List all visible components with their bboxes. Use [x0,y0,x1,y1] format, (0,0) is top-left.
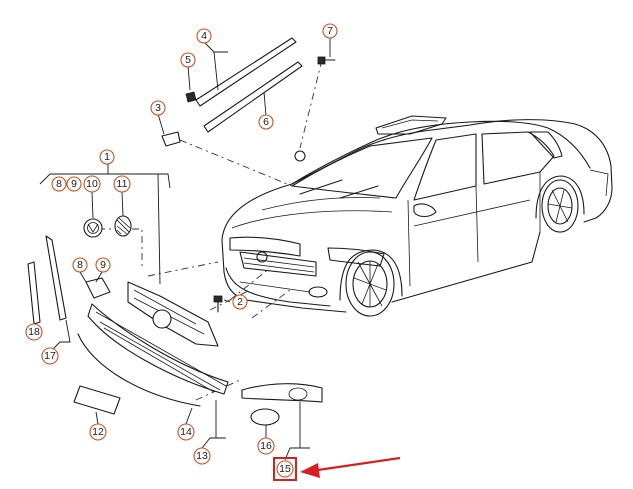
callout-10[interactable]: 10 [83,175,101,193]
highlight-arrow-head [300,463,320,478]
callout-17[interactable]: 17 [41,347,59,365]
callout-12[interactable]: 12 [89,423,107,441]
callout-label: 15 [279,463,291,475]
callout-label: 14 [180,426,192,438]
highlight-annotation [273,456,401,481]
car-illustration [221,115,613,317]
highlight-box [273,457,297,481]
callout-15[interactable]: 15 [276,460,294,478]
callout-label: 11 [117,178,128,190]
plate-part [73,385,121,415]
callout-label: 6 [263,116,269,128]
callout-4[interactable]: 4 [196,28,212,44]
callout-9a[interactable]: 9 [66,176,82,192]
strip-part-17 [45,235,67,321]
upper-grille-part [127,281,219,347]
clip-part [185,91,197,103]
callout-label: 3 [155,102,161,114]
screw-part-2 [213,295,223,313]
callout-label: 8 [56,178,62,190]
callout-2[interactable]: 2 [232,294,248,310]
screw-part-7 [317,56,336,65]
bracket-part [161,131,181,147]
callout-11[interactable]: 11 [113,175,131,193]
callout-label: 18 [28,326,40,338]
callout-13[interactable]: 13 [193,447,211,465]
callout-leaders [33,38,331,461]
mesh-part [114,215,132,237]
callout-8b[interactable]: 8 [72,257,88,273]
callout-label: 7 [327,25,333,37]
callout-label: 16 [260,440,272,452]
callout-14[interactable]: 14 [177,423,195,441]
roof-moulding-part [195,37,303,133]
small-bracket-part [85,277,111,299]
strip-part-18 [27,261,41,325]
callout-label: 8 [77,259,83,271]
callout-3[interactable]: 3 [150,100,166,116]
callout-label: 9 [100,259,106,271]
callout-7[interactable]: 7 [322,23,338,39]
callout-label: 1 [104,151,110,163]
callout-label: 2 [237,296,243,308]
callout-5[interactable]: 5 [180,52,196,68]
callout-18[interactable]: 18 [25,323,43,341]
highlight-arrow-shaft [317,456,401,472]
callout-label: 17 [44,350,56,362]
callout-label: 9 [71,178,77,190]
callout-6[interactable]: 6 [258,114,274,130]
ring-part [250,408,280,426]
callout-8a[interactable]: 8 [51,176,67,192]
callout-16[interactable]: 16 [257,437,275,455]
callout-label: 5 [185,54,191,66]
callout-1[interactable]: 1 [99,149,115,165]
lower-grille-part [87,303,229,395]
fog-light-cover-part [241,383,323,403]
callout-label: 12 [92,426,104,438]
callout-9b[interactable]: 9 [95,257,111,273]
emblem-part [83,218,103,238]
trim-strip [77,333,201,407]
callout-label: 13 [196,450,208,462]
callout-label: 10 [86,178,98,190]
callout-label: 4 [201,30,207,42]
